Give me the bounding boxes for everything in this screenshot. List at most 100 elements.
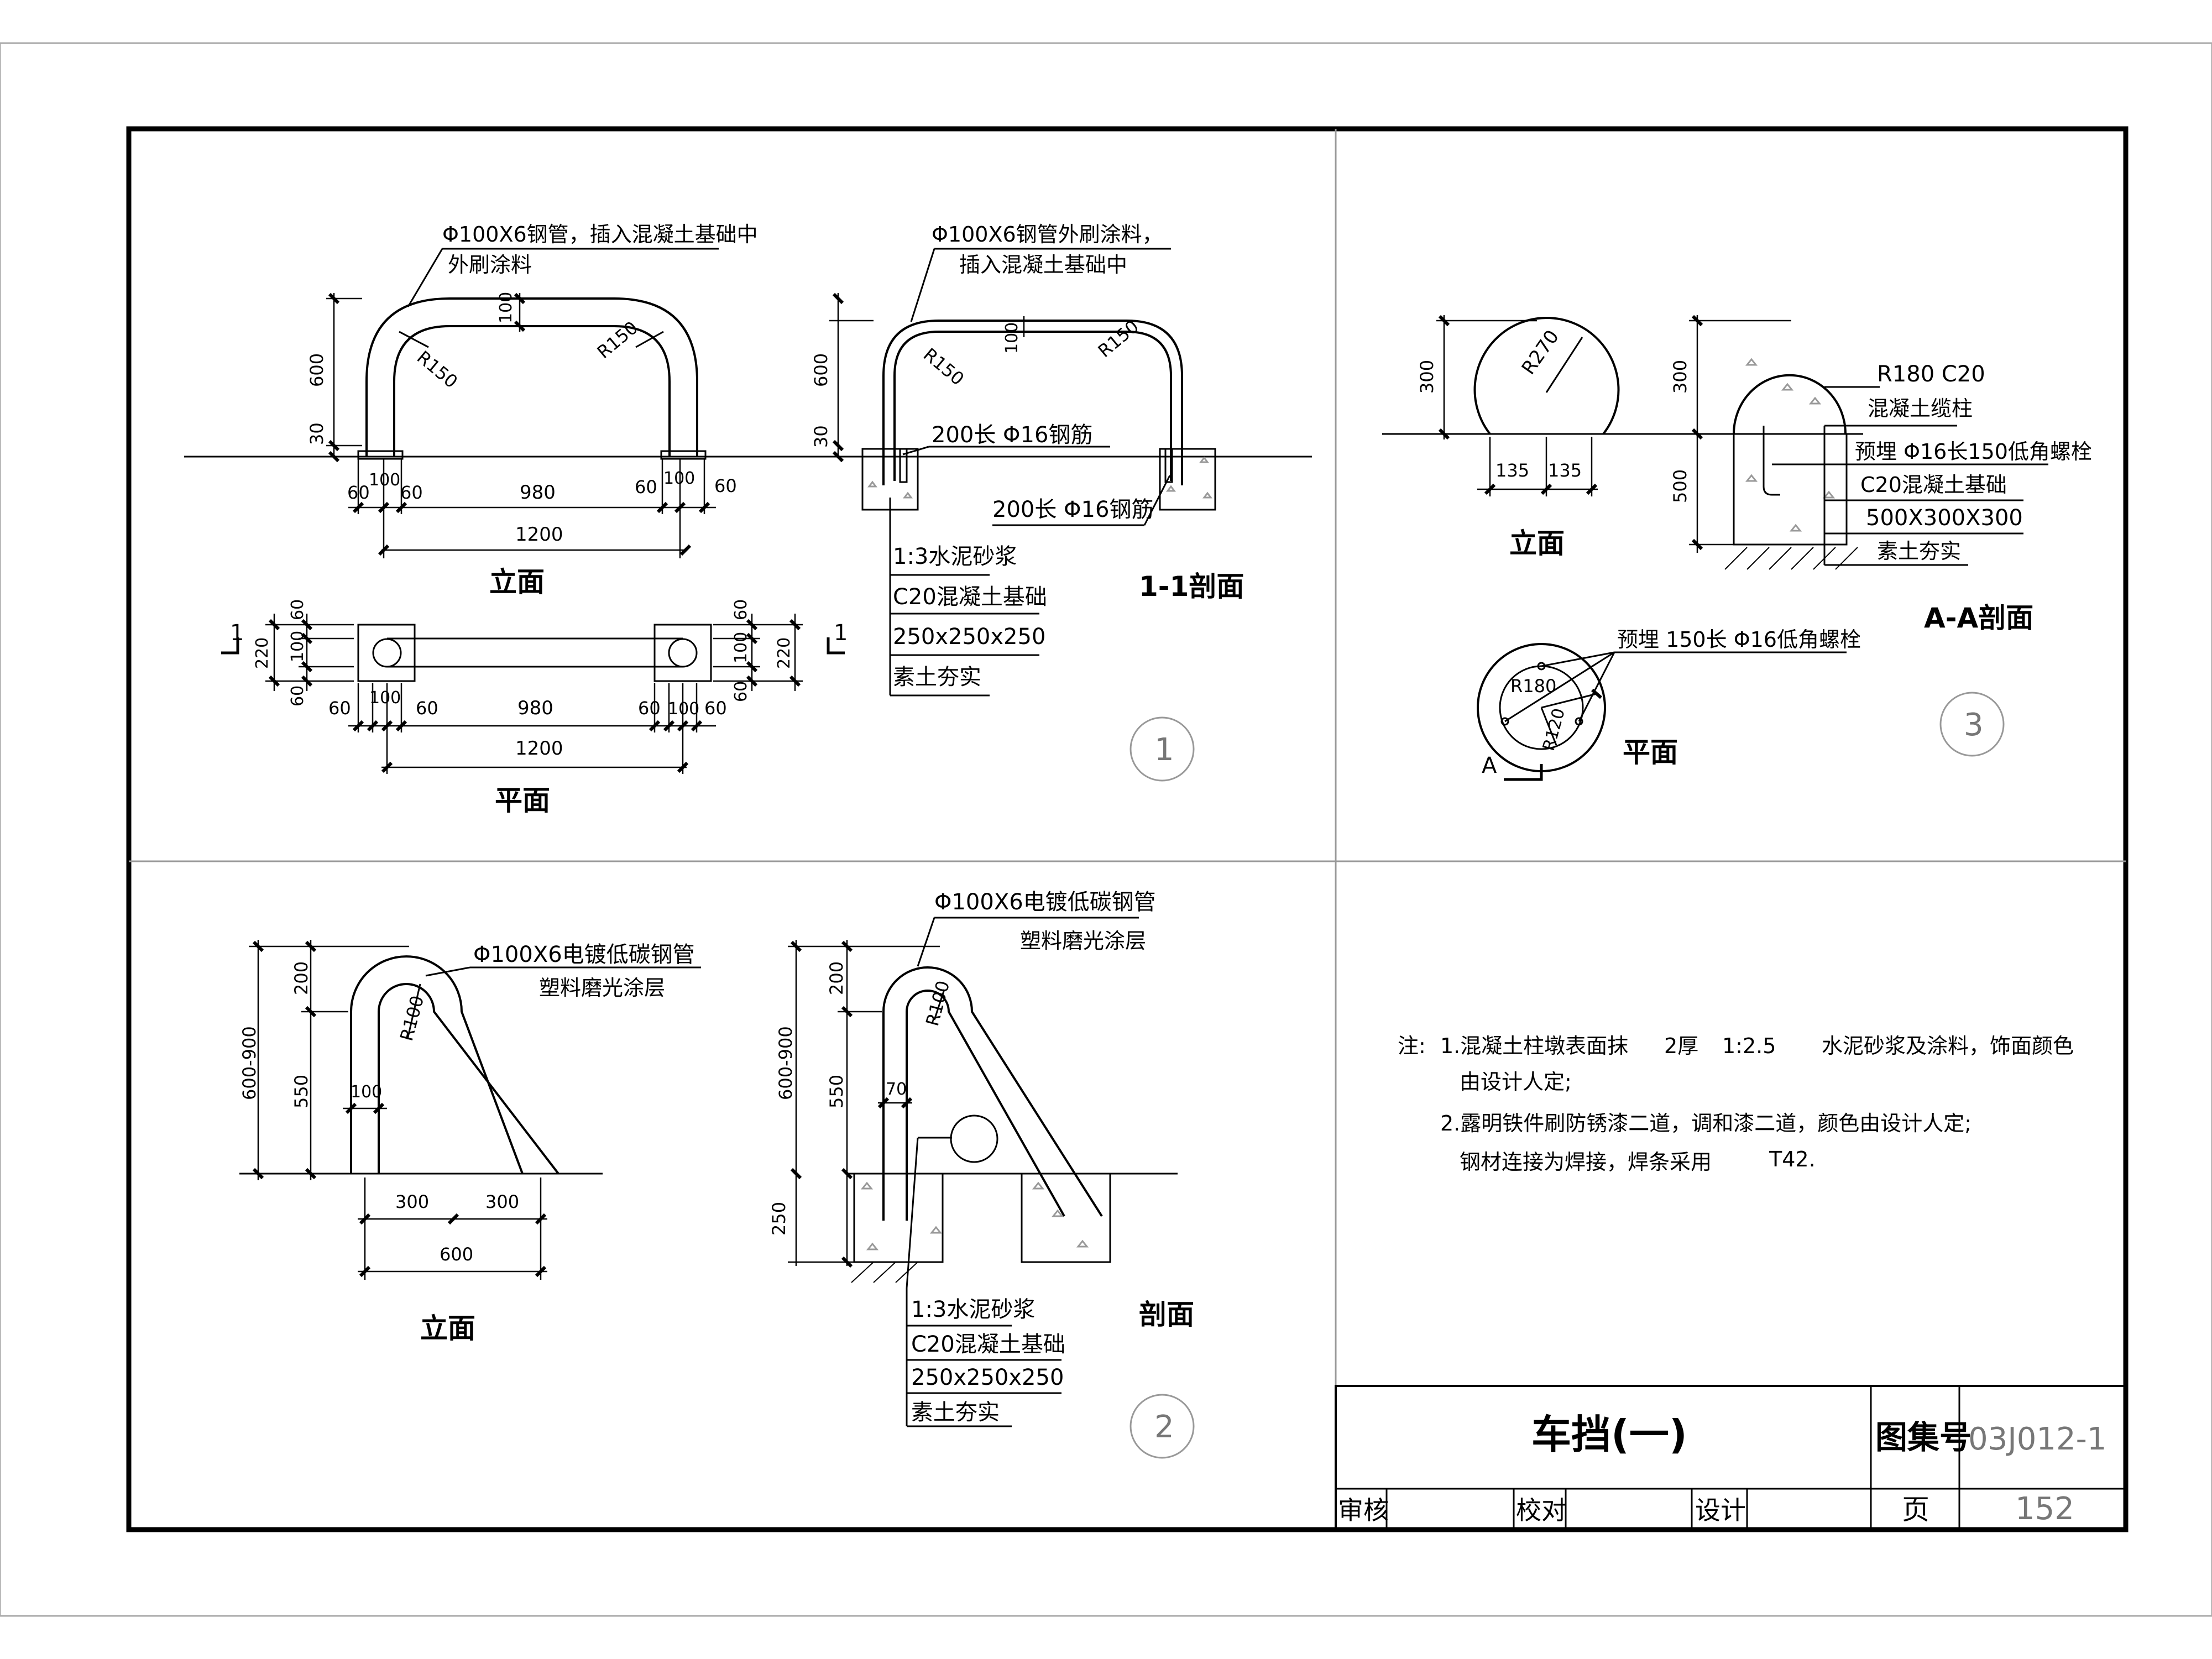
leader-hook bbox=[425, 966, 470, 977]
sec-r100-leader bbox=[933, 989, 945, 1020]
dim-300a: 300 bbox=[395, 1191, 429, 1212]
layer-soil-2: 素土夯实 bbox=[911, 1400, 1000, 1425]
sec-dim-30: 30 bbox=[810, 425, 832, 448]
paper-outer-frame bbox=[0, 42, 2212, 1617]
plan-title-3: 平面 bbox=[1623, 736, 1678, 768]
r-leader-l bbox=[399, 331, 429, 348]
page-number: 152 bbox=[2015, 1491, 2074, 1527]
elevation-title-2: 立面 bbox=[420, 1312, 475, 1344]
drawing-frame bbox=[126, 126, 2129, 1532]
page-label: 页 bbox=[1902, 1494, 1929, 1526]
title-block-frame bbox=[1335, 1385, 2127, 1531]
elevation-title-3: 立面 bbox=[1509, 527, 1565, 559]
dim-550: 550 bbox=[291, 1075, 312, 1108]
dim-60a: 60 bbox=[347, 482, 370, 503]
note-1e: 由设计人定; bbox=[1460, 1070, 1572, 1094]
dim-70: 70 bbox=[886, 1080, 907, 1099]
note-1a: 1.混凝土柱墩表面抹 bbox=[1440, 1034, 1628, 1058]
check-label: 校对 bbox=[1516, 1495, 1567, 1525]
sec-r100: R100 bbox=[922, 978, 954, 1028]
pipe-cross-section bbox=[950, 1114, 998, 1163]
sec-footing-left bbox=[853, 1173, 944, 1263]
layer-base-size: 250x250x250 bbox=[893, 624, 1045, 650]
layer-base-size-2: 250x250x250 bbox=[911, 1365, 1064, 1390]
concrete-dots bbox=[1745, 358, 1836, 532]
dim-100: 100 bbox=[496, 292, 516, 323]
label-column: 混凝土缆柱 bbox=[1868, 396, 1973, 421]
detail-1: Φ100X6钢管，插入混凝土基础中 外刷涂料 R150 R150 600 30 … bbox=[184, 222, 1312, 817]
dim-600: 600 bbox=[440, 1244, 473, 1265]
note-1c: 1:2.5 bbox=[1722, 1034, 1776, 1058]
r180-radius bbox=[1541, 693, 1597, 709]
detail-number-1: 1 bbox=[1154, 732, 1174, 768]
dim-100a: 100 bbox=[369, 470, 400, 490]
detail-number-circle-2 bbox=[1129, 1394, 1195, 1459]
plan-bolt-label: 预埋 150长 Φ16低角螺栓 bbox=[1617, 627, 1861, 652]
leader-r270 bbox=[1545, 337, 1583, 393]
base-section bbox=[1733, 433, 1848, 546]
dim-w100: 100 bbox=[351, 1082, 382, 1102]
label-soil: 素土夯实 bbox=[1877, 539, 1961, 563]
title-block: 车挡(一) 图集号 03J012-1 审核 校对 设计 页 152 bbox=[1335, 1385, 2127, 1531]
section-title-3: A-A剖面 bbox=[1924, 602, 2033, 634]
label-base: C20混凝土基础 bbox=[1860, 473, 2007, 497]
dim-135a: 135 bbox=[1495, 460, 1529, 481]
plan-r180: R180 bbox=[1510, 676, 1556, 697]
dim-135b: 135 bbox=[1548, 460, 1582, 481]
sec-dim-200: 200 bbox=[826, 961, 847, 995]
hook-pipe-label: Φ100X6电镀低碳钢管 bbox=[473, 942, 695, 967]
leader-bar1 bbox=[902, 446, 929, 456]
note-1d: 水泥砂浆及涂料，饰面颜色 bbox=[1822, 1034, 2074, 1058]
section-title-2: 剖面 bbox=[1139, 1299, 1194, 1331]
hook-pipe-outer bbox=[350, 955, 524, 1174]
plan-footing-left bbox=[357, 624, 416, 682]
plan-dim-60-top-left: 60 bbox=[288, 599, 307, 620]
rebar-label-2: 200长 Φ16钢筋 bbox=[992, 497, 1153, 522]
dim-100b: 100 bbox=[663, 469, 695, 488]
tick bbox=[514, 292, 526, 305]
layer-mortar: 1:3水泥砂浆 bbox=[893, 544, 1017, 569]
tick bbox=[832, 451, 844, 463]
hook-pipe-inner bbox=[378, 983, 559, 1175]
leader-sec bbox=[910, 248, 935, 322]
sec-hook-inner bbox=[906, 990, 1065, 1221]
section-rebar-right bbox=[1164, 448, 1173, 483]
plan-pipe-left bbox=[372, 638, 402, 668]
label-bolt: 预埋 Φ16长150低角螺栓 bbox=[1855, 439, 2092, 464]
layer-soil: 素土夯实 bbox=[893, 664, 981, 690]
sec-dim-250: 250 bbox=[768, 1202, 789, 1236]
cut-mark-left bbox=[221, 637, 239, 655]
notes: 注: 1.混凝土柱墩表面抹 2厚 1:2.5 水泥砂浆及涂料，饰面颜色 由设计人… bbox=[1398, 1034, 2074, 1174]
sec-dim-550: 550 bbox=[826, 1075, 847, 1108]
plan-dim-60b: 60 bbox=[416, 698, 438, 719]
plan-dim-100b: 100 bbox=[668, 699, 699, 719]
plan-dim-1200: 1200 bbox=[515, 737, 563, 760]
dim-30: 30 bbox=[306, 422, 327, 445]
cut-label-left: 1 bbox=[230, 620, 244, 646]
layer-mortar-2: 1:3水泥砂浆 bbox=[911, 1297, 1035, 1322]
label-base-size: 500X300X300 bbox=[1866, 505, 2023, 531]
detail-number-circle-1 bbox=[1129, 716, 1195, 782]
hatch-soil bbox=[1724, 547, 1858, 570]
elevation-pipe-outer bbox=[365, 297, 698, 457]
sec-pipe-label: Φ100X6电镀低碳钢管 bbox=[934, 889, 1156, 915]
sec-dim-600: 600 bbox=[810, 353, 832, 387]
elevation-title: 立面 bbox=[489, 566, 545, 598]
plan-dim-100-right: 100 bbox=[731, 632, 751, 663]
dim-300b: 300 bbox=[485, 1191, 519, 1212]
sec-r150-right: R150 bbox=[1094, 316, 1143, 362]
atlas-number: 03J012-1 bbox=[1968, 1421, 2107, 1457]
hatch-soil-2 bbox=[851, 1262, 918, 1283]
dim-r150-right: R150 bbox=[593, 317, 642, 363]
plan-dim-60-bot-left: 60 bbox=[288, 685, 307, 706]
elevation-footing-left bbox=[357, 450, 404, 460]
elevation-pipe-inner bbox=[393, 325, 671, 457]
sec-pipe-leader bbox=[917, 917, 935, 967]
sec-aggregate bbox=[860, 1181, 1089, 1250]
ball-elevation bbox=[1473, 317, 1620, 435]
note-2b: 钢材连接为焊接，焊条采用 bbox=[1460, 1150, 1712, 1174]
plan-dim-220-right: 220 bbox=[775, 637, 794, 669]
detail-number-2: 2 bbox=[1154, 1409, 1174, 1445]
plan-dim-60-top-right: 60 bbox=[731, 599, 751, 620]
dim-60c: 60 bbox=[635, 477, 657, 498]
